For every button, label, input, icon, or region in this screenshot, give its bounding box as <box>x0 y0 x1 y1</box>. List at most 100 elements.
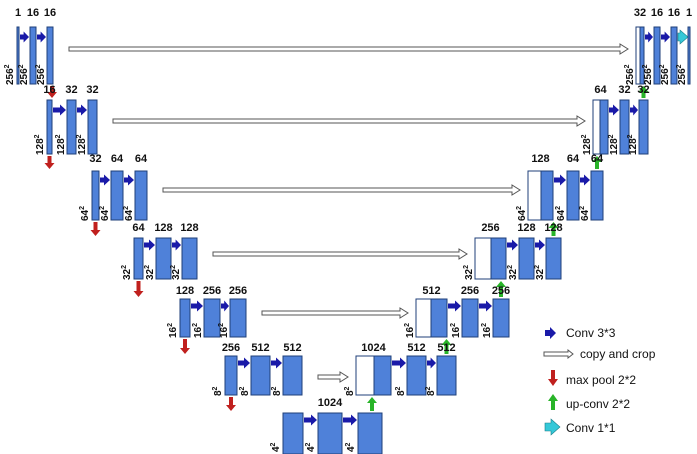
decoder-l4-channels-2: 128 <box>517 222 535 234</box>
encoder-l4-size-2: 322 <box>144 265 156 280</box>
copy-crop-arrow-l1 <box>68 43 629 55</box>
decoder-l3-channels-2: 64 <box>567 153 580 165</box>
decoder-l2-copied-map <box>592 99 601 155</box>
encoder-l3-size-1: 642 <box>79 206 91 221</box>
decoder-l2-size-3: 1282 <box>627 134 639 155</box>
encoder-l2-size-3: 1282 <box>76 134 88 155</box>
bottleneck-size-3: 42 <box>345 442 357 452</box>
decoder-l4-upconv <box>548 222 559 236</box>
feature-maps-layer <box>16 26 691 454</box>
encoder-l5-conv-1 <box>191 300 203 312</box>
encoder-l6-conv-2 <box>271 357 282 369</box>
encoder-l5-map-3 <box>229 298 247 338</box>
decoder-l3-channels-3: 64 <box>591 153 604 165</box>
encoder-l6-map-2 <box>250 355 271 396</box>
encoder-l3-map-2 <box>110 170 124 221</box>
encoder-l6-conv-1 <box>238 357 250 369</box>
encoder-l2-map-3 <box>87 99 98 155</box>
encoder-l3-maxpool <box>90 222 101 236</box>
decoder-l6-upsampled-map <box>373 355 392 396</box>
encoder-l1-size-1: 2562 <box>4 64 16 85</box>
encoder-l6-channels-3: 512 <box>283 342 301 354</box>
decoder-l6-copied-map <box>355 355 375 396</box>
decoder-l5-conv-1 <box>448 300 461 312</box>
decoder-l3-map-3 <box>590 170 604 221</box>
encoder-l1-channels-2: 16 <box>27 7 39 19</box>
decoder-l5-conv-2 <box>479 300 492 312</box>
copy-crop-arrow-l6 <box>317 371 349 383</box>
encoder-l4-channels-3: 128 <box>180 222 198 234</box>
decoder-l1-size-1: 2562 <box>624 64 636 85</box>
decoder-l6-conv-1 <box>392 357 406 369</box>
bottleneck-map-2 <box>317 412 343 454</box>
decoder-l6-channels-2: 512 <box>407 342 425 354</box>
encoder-l3-size-2: 642 <box>99 206 111 221</box>
decoder-l5-map-2 <box>461 298 479 338</box>
decoder-l4-conv-1 <box>507 239 518 251</box>
encoder-l3-channels-2: 64 <box>111 153 124 165</box>
decoder-l3-size-2: 642 <box>555 206 567 221</box>
encoder-l1-size-3: 2562 <box>35 64 47 85</box>
decoder-l6-size-2: 82 <box>395 386 407 396</box>
encoder-l1-map-2 <box>29 26 37 85</box>
encoder-l6-size-1: 82 <box>212 386 224 396</box>
encoder-l4-channels-1: 64 <box>132 222 145 234</box>
encoder-l1-map-3 <box>46 26 54 85</box>
decoder-l2-map-2 <box>619 99 630 155</box>
encoder-l6-size-3: 82 <box>271 386 283 396</box>
legend-conv1x1-label: Conv 1*1 <box>566 421 616 435</box>
encoder-l1-channels-3: 16 <box>44 7 56 19</box>
encoder-l5-size-3: 162 <box>218 323 230 338</box>
encoder-l2-conv-2 <box>77 104 87 116</box>
decoder-l5-channels-1: 512 <box>422 285 440 297</box>
bottleneck-conv-2 <box>343 414 357 426</box>
decoder-l1-copied-map <box>635 26 641 85</box>
bottleneck-map-3 <box>357 412 383 454</box>
decoder-l4-channels-3: 128 <box>544 222 562 234</box>
decoder-l5-size-1: 162 <box>404 323 416 338</box>
legend-upconv-label: up-conv 2*2 <box>566 397 630 411</box>
decoder-l2-size-1: 1282 <box>581 134 593 155</box>
decoder-l1-size-3: 2562 <box>659 64 671 85</box>
decoder-l1-conv-2 <box>661 31 670 43</box>
encoder-l3-conv-2 <box>124 174 134 186</box>
copy-arrows-layer <box>68 43 629 383</box>
encoder-l1-conv-1 <box>20 31 29 43</box>
decoder-l1-channels-1: 32 <box>634 7 646 19</box>
decoder-l2-channels-2: 32 <box>618 84 630 96</box>
decoder-l5-map-3 <box>492 298 510 338</box>
output-channels: 1 <box>686 7 692 19</box>
decoder-l5-size-2: 162 <box>450 323 462 338</box>
encoder-l6-size-2: 82 <box>239 386 251 396</box>
encoder-l4-maxpool <box>133 281 144 297</box>
encoder-l4-conv-1 <box>144 239 155 251</box>
decoder-l1-channels-2: 16 <box>651 7 663 19</box>
output-map <box>687 26 691 85</box>
encoder-l5-channels-3: 256 <box>229 285 247 297</box>
encoder-l2-channels-1: 16 <box>43 84 55 96</box>
output-size: 2562 <box>676 64 688 85</box>
decoder-l3-copied-map <box>527 170 542 221</box>
decoder-l2-size-2: 1282 <box>608 134 620 155</box>
decoder-l3-map-2 <box>566 170 580 221</box>
decoder-l5-size-3: 162 <box>481 323 493 338</box>
encoder-l1-conv-2 <box>37 31 46 43</box>
bottleneck-upconv <box>367 397 377 411</box>
decoder-l1-map-3 <box>670 26 678 85</box>
decoder-l3-channels-1: 128 <box>531 153 549 165</box>
encoder-l3-map-1 <box>91 170 100 221</box>
encoder-l5-channels-1: 128 <box>176 285 194 297</box>
encoder-l2-size-2: 1282 <box>55 134 67 155</box>
decoder-l5-channels-2: 256 <box>461 285 479 297</box>
decoder-l4-map-2 <box>518 237 535 280</box>
decoder-l1-conv-1 <box>645 31 653 43</box>
decoder-l5-copied-map <box>415 298 432 338</box>
decoder-l3-size-3: 642 <box>579 206 591 221</box>
encoder-l2-conv-1 <box>53 104 66 116</box>
encoder-l5-size-2: 162 <box>192 323 204 338</box>
encoder-l2-channels-2: 32 <box>65 84 77 96</box>
encoder-l5-maxpool <box>180 339 190 354</box>
decoder-l3-upconv <box>592 156 602 169</box>
decoder-l3-size-1: 642 <box>516 206 528 221</box>
